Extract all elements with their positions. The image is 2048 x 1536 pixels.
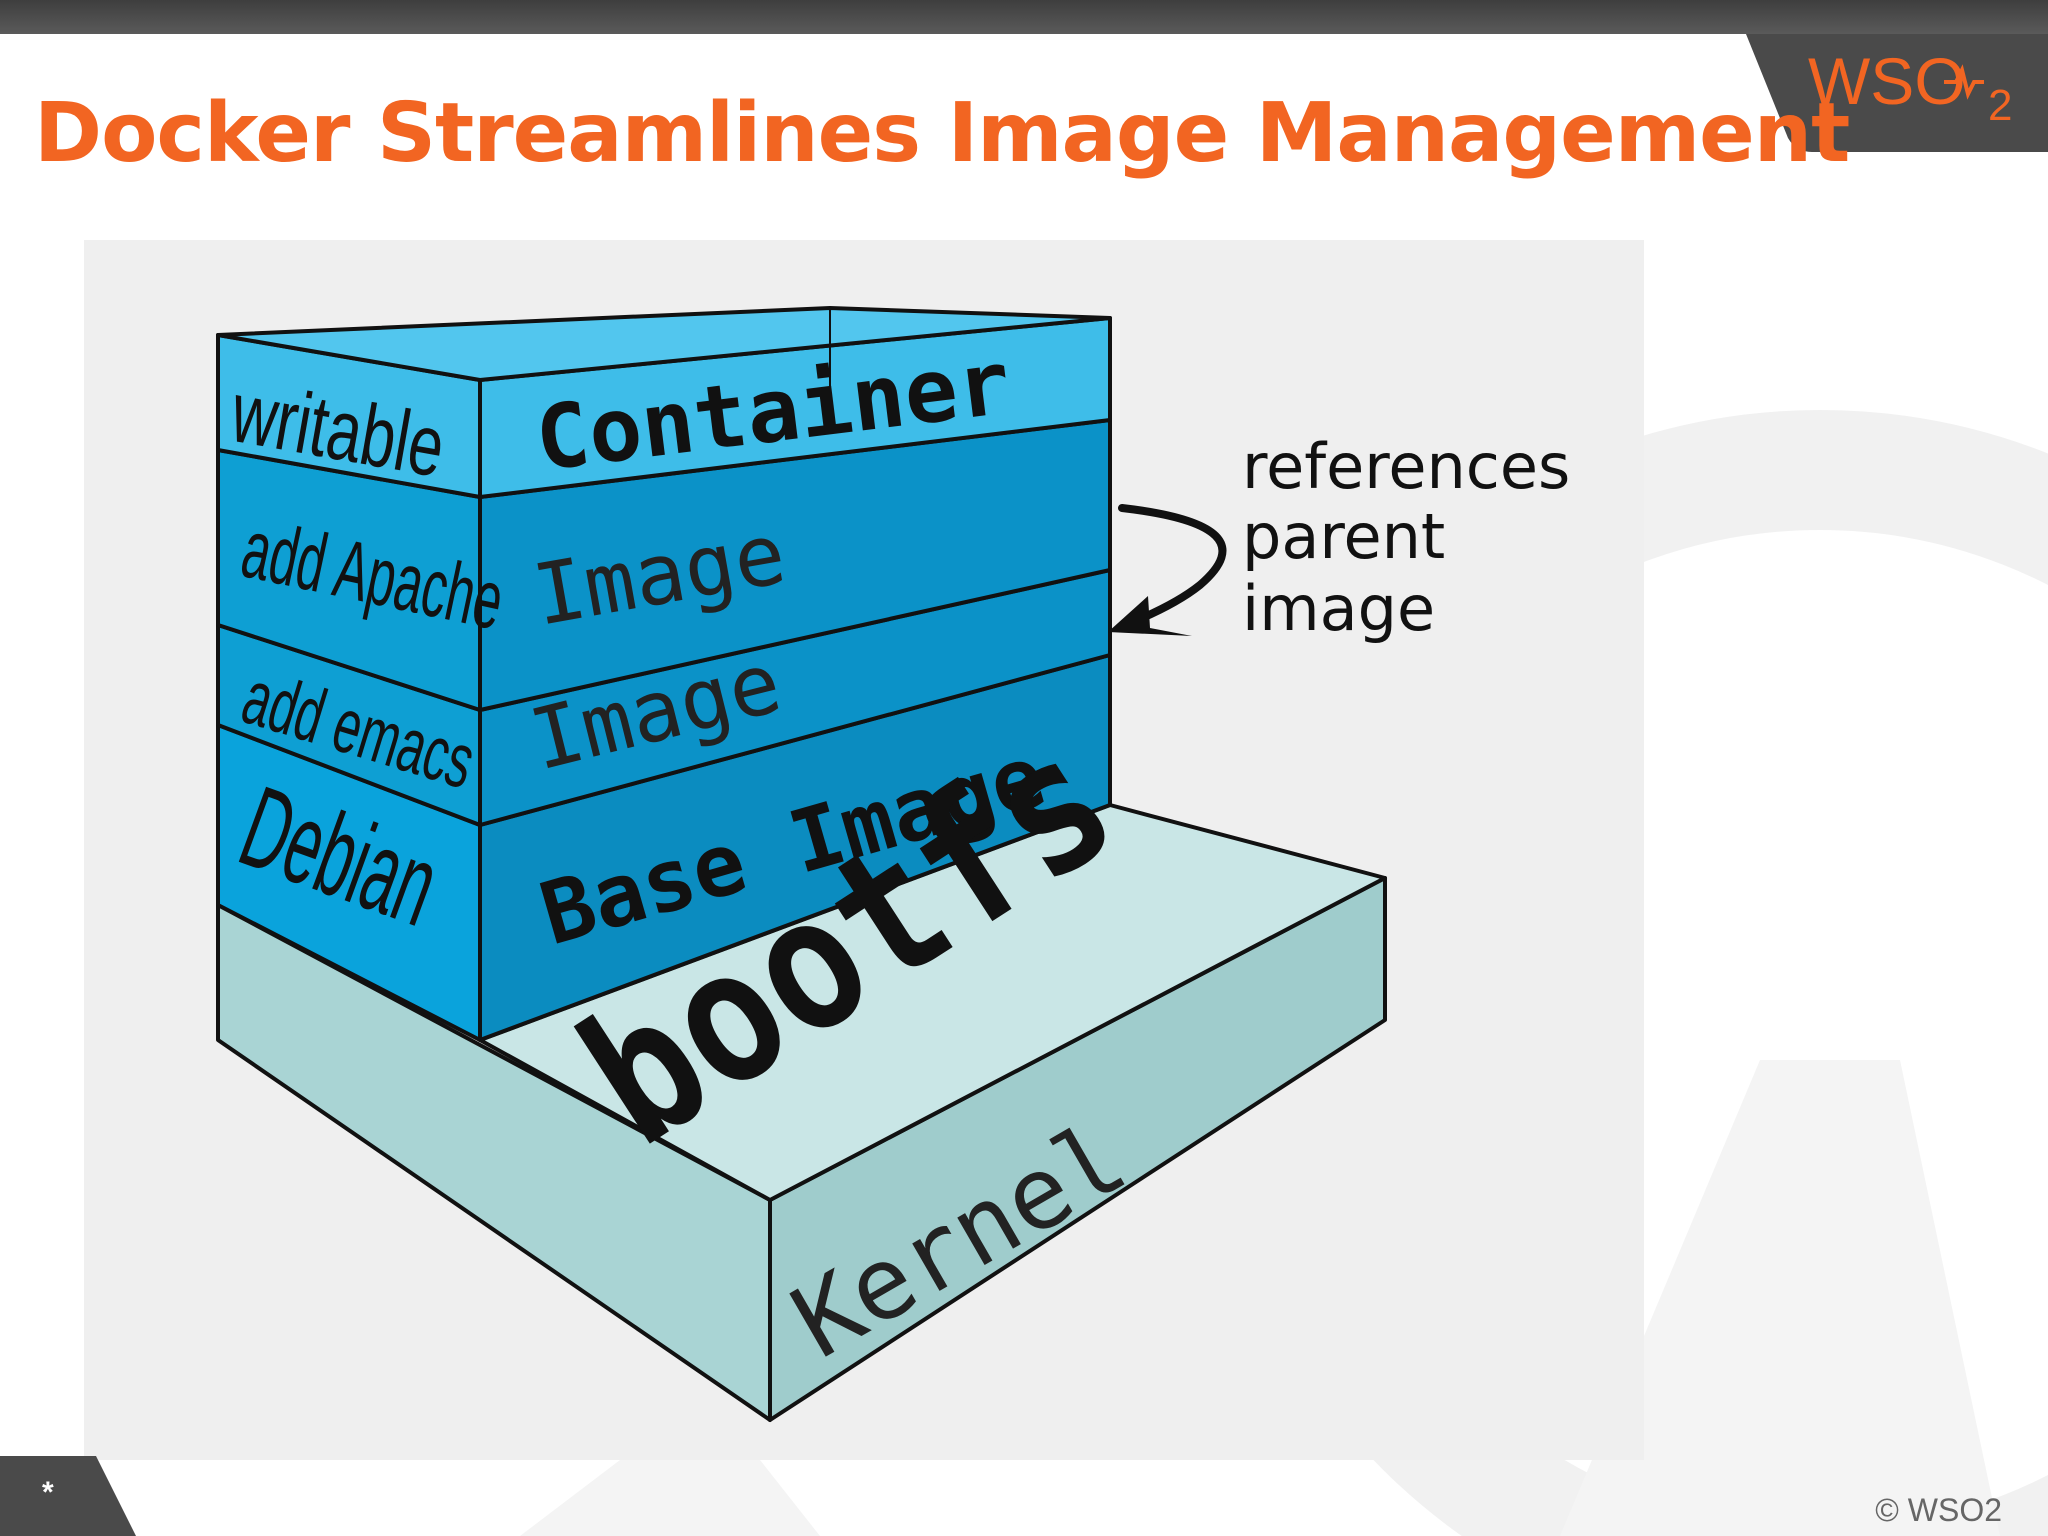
logo-pulse-icon <box>1944 64 1984 100</box>
annotation-line-3: image <box>1242 572 1435 645</box>
slide-title: Docker Streamlines Image Management <box>34 86 1850 181</box>
reference-arrow-icon <box>1118 504 1227 628</box>
slide-number-marker: * <box>42 1476 54 1509</box>
top-bar <box>0 0 2048 34</box>
logo-subscript: 2 <box>1988 81 2012 126</box>
footer-slide-tab <box>0 1456 136 1536</box>
copyright-text: © WSO2 <box>1875 1492 2002 1528</box>
container-top-face <box>216 306 1112 382</box>
annotation-line-1: references <box>1242 430 1570 503</box>
wso2-logo: WSO 2 <box>1808 44 2012 126</box>
annotation-line-2: parent <box>1242 500 1445 573</box>
reference-arrowhead-icon <box>1108 596 1192 636</box>
logo-text: WSO <box>1808 44 1966 118</box>
